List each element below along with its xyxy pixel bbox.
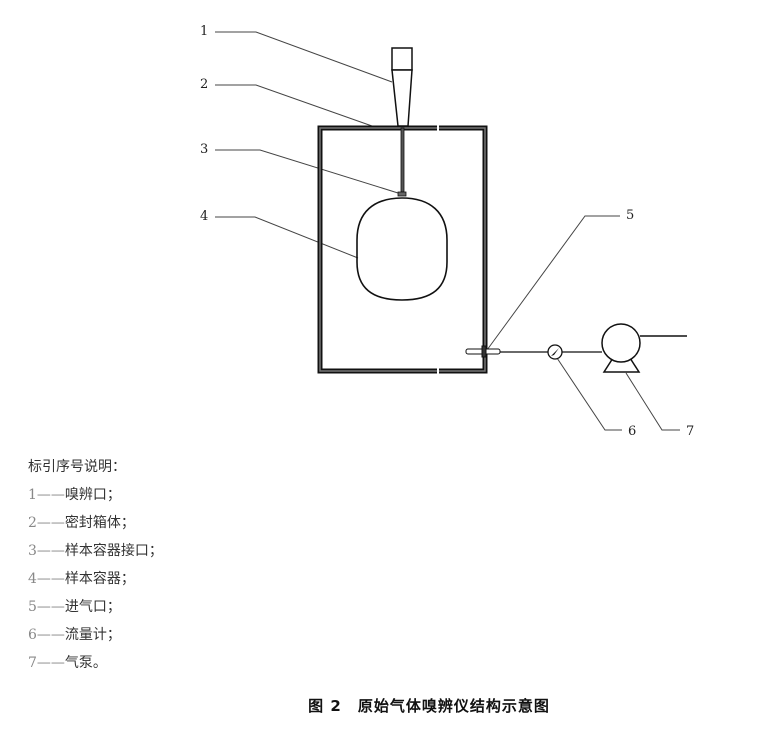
sniffing-port [391,47,413,127]
leader-4 [215,216,359,259]
leader-5 [486,215,620,351]
figure-caption: 图 2 原始气体嗅辨仪结构示意图 [0,695,774,716]
legend-text: 嗅辨口； [64,487,121,503]
legend-num: 5 [28,599,37,615]
legend-item: 4——样本容器； [28,568,135,588]
callout-6: 6 [628,424,637,439]
legend-text: 样本容器； [64,571,135,587]
legend-num: 1 [28,487,37,503]
legend-item: 6——流量计； [28,624,121,644]
legend-dash: —— [36,543,65,559]
legend-item: 1——嗅辨口； [28,484,121,504]
leader-3 [215,149,399,194]
sample-container-connector [397,127,407,197]
legend-dash: —— [36,515,65,531]
legend-dash: —— [36,655,65,671]
legend-text: 气泵。 [64,655,107,671]
legend-dash: —— [36,627,65,643]
callout-1: 1 [200,24,209,39]
leader-7 [625,372,680,431]
figure-number: 图 2 [308,697,342,715]
legend-dash: —— [36,599,65,615]
legend-text: 进气口； [64,599,121,615]
legend-text: 密封箱体； [64,515,135,531]
callout-5: 5 [626,208,635,223]
air-inlet [465,345,501,358]
legend-text: 流量计； [64,627,121,643]
legend-item: 3——样本容器接口； [28,540,163,560]
apparatus-diagram [215,31,687,431]
leader-lines [215,31,680,431]
callout-7: 7 [686,424,695,439]
legend-item: 2——密封箱体； [28,512,135,532]
legend-num: 3 [28,543,37,559]
leader-1 [215,31,393,83]
legend-dash: —— [36,571,65,587]
air-pump [601,323,687,373]
legend-item: 5——进气口； [28,596,121,616]
legend-item: 7——气泵。 [28,652,107,672]
callout-2: 2 [200,77,209,92]
legend-title: 标引序号说明： [28,459,126,475]
figure-title: 原始气体嗅辨仪结构示意图 [357,697,550,715]
flowmeter [547,344,563,360]
legend-dash: —— [36,487,65,503]
leader-6 [556,357,622,431]
legend-num: 4 [28,571,37,587]
legend-num: 6 [28,627,37,643]
callout-4: 4 [200,209,209,224]
sample-container [356,197,448,301]
legend-text: 样本容器接口； [64,543,163,559]
leader-2 [215,84,373,127]
legend-num: 7 [28,655,37,671]
legend-num: 2 [28,515,37,531]
callout-3: 3 [200,142,209,157]
